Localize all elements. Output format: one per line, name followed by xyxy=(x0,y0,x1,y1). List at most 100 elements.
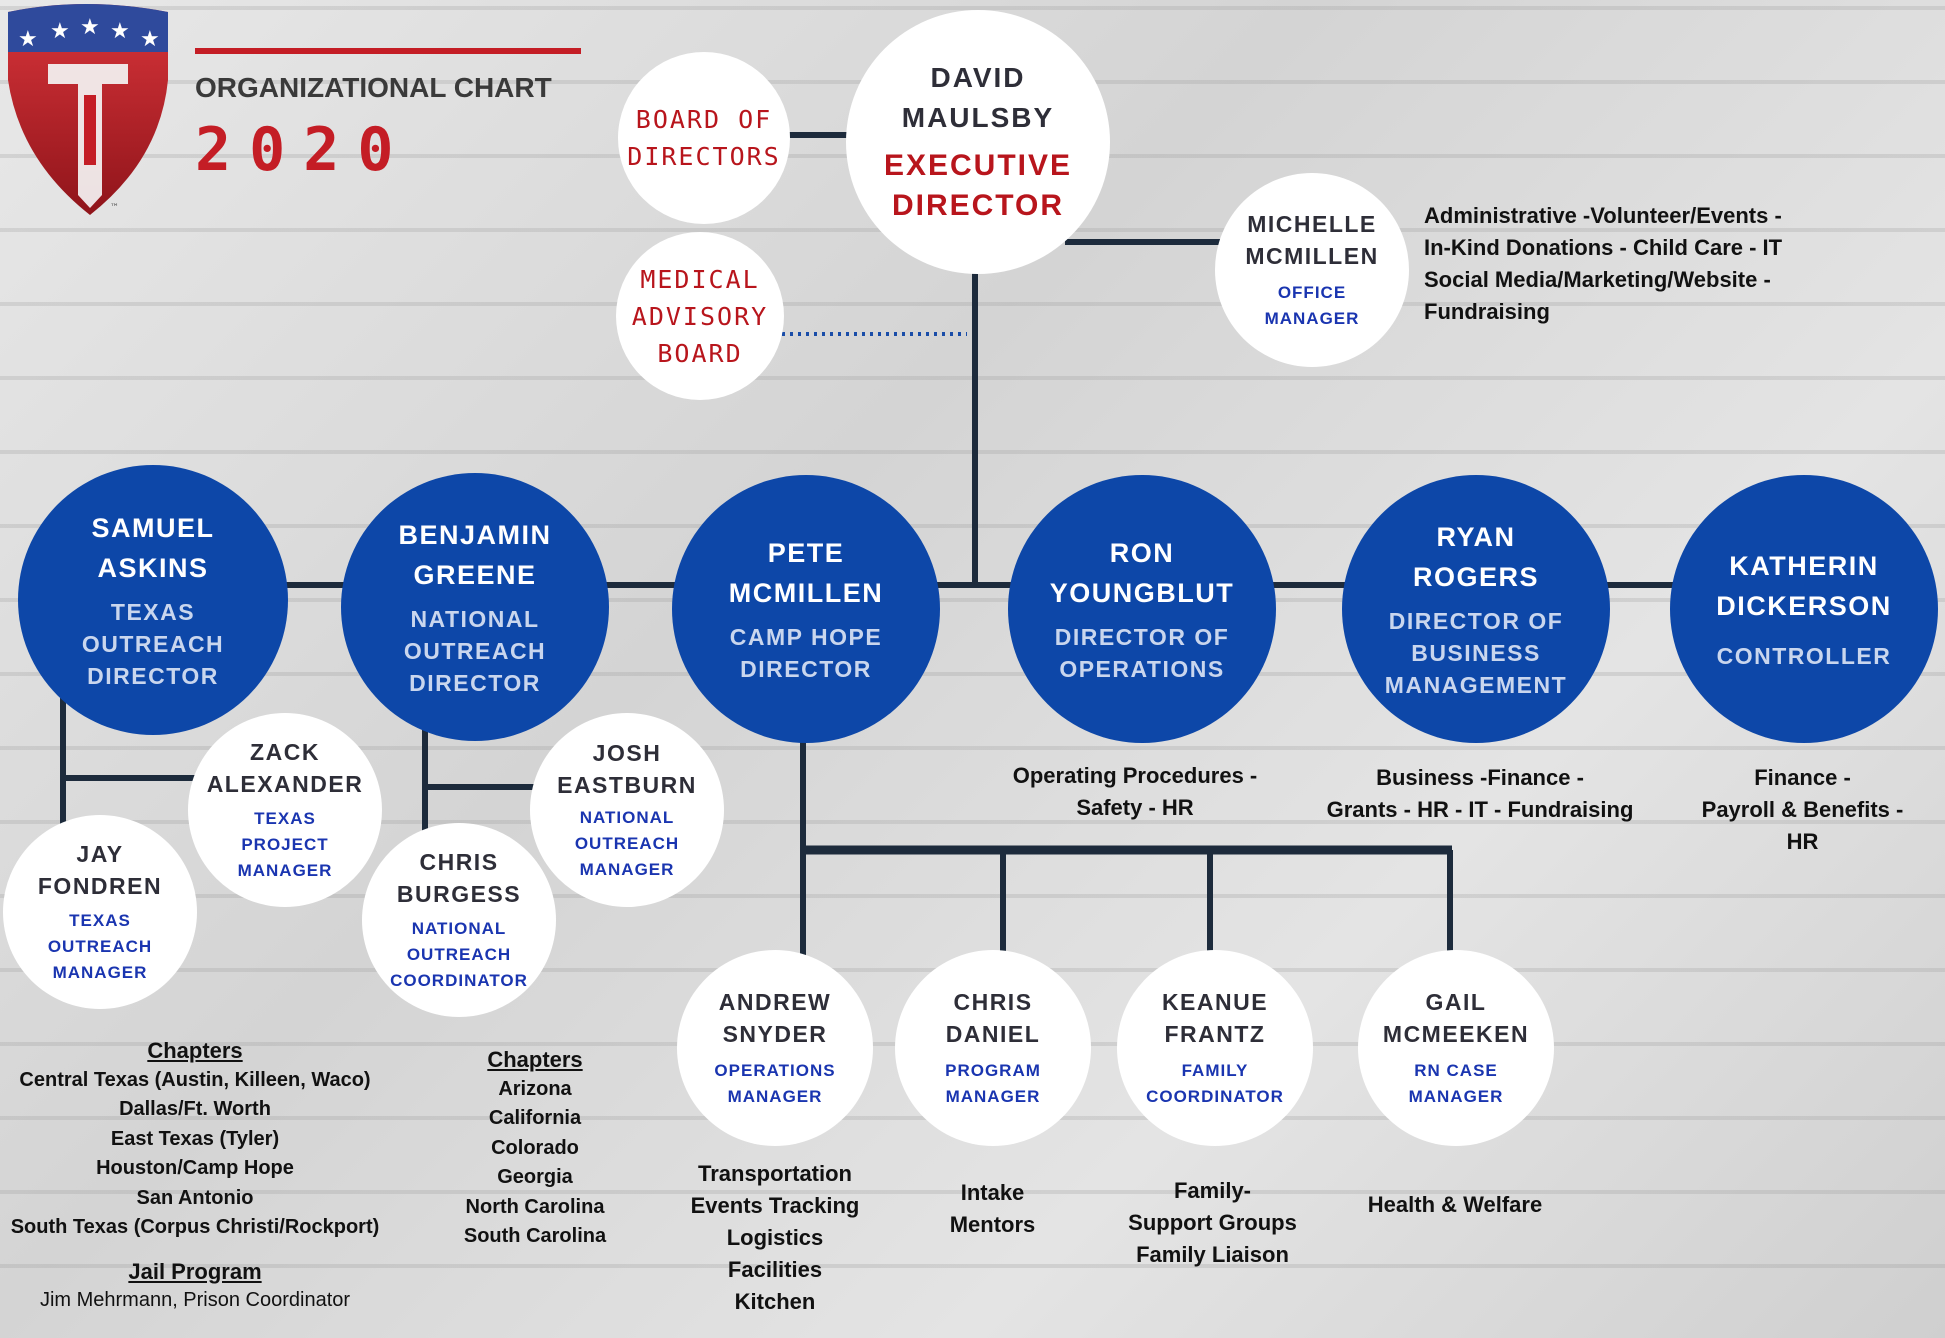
duty-line: In-Kind Donations - Child Care - IT xyxy=(1424,235,1783,260)
person-role: FAMILY xyxy=(1181,1061,1249,1080)
person-name: EASTBURN xyxy=(557,772,697,798)
person-role: DIRECTOR xyxy=(87,663,219,689)
chapter-item: Colorado xyxy=(491,1136,579,1159)
person-name: MAULSBY xyxy=(901,102,1055,133)
duty-line: Intake xyxy=(960,1180,1025,1205)
keanue-duties: Family- Support Groups Family Liaison xyxy=(1105,1175,1320,1271)
person-name: DAVID xyxy=(930,62,1026,93)
andrew-duties: Transportation Events Tracking Logistics… xyxy=(665,1158,885,1318)
person-role: TEXAS xyxy=(110,599,196,625)
person-name: KEANUE xyxy=(1161,989,1269,1015)
board-line: MEDICAL xyxy=(640,264,760,294)
staff-node-chris-daniel: CHRIS DANIEL PROGRAM MANAGER xyxy=(895,950,1091,1146)
chapters-heading: Chapters xyxy=(487,1047,583,1072)
person-name: RYAN xyxy=(1436,522,1516,552)
person-name: JOSH xyxy=(592,740,662,766)
person-role: MANAGER xyxy=(237,861,333,880)
national-chapters: Chapters Arizona California Colorado Geo… xyxy=(425,1045,645,1252)
staff-node-jay-fondren: JAY FONDREN TEXAS OUTREACH MANAGER xyxy=(3,815,197,1009)
person-name: CHRIS xyxy=(953,989,1033,1015)
person-role: COORDINATOR xyxy=(390,971,528,990)
svg-text:★: ★ xyxy=(80,15,100,40)
duty-line: Operating Procedures - xyxy=(1012,763,1258,788)
director-node-samuel-askins: SAMUEL ASKINS TEXAS OUTREACH DIRECTOR xyxy=(18,465,288,735)
person-name: MCMILLEN xyxy=(1245,243,1379,269)
board-line: BOARD OF xyxy=(635,105,773,134)
office-manager-duties: Administrative -Volunteer/Events - In-Ki… xyxy=(1424,200,1782,328)
person-role: MANAGER xyxy=(945,1087,1041,1106)
svg-text:™: ™ xyxy=(110,203,119,213)
duty-line: Administrative -Volunteer/Events - xyxy=(1424,203,1782,228)
person-role: TEXAS xyxy=(69,911,131,930)
person-role: BUSINESS xyxy=(1411,640,1541,666)
person-role: OPERATIONS xyxy=(1059,656,1225,682)
person-role: DIRECTOR xyxy=(891,189,1065,222)
person-name: KATHERIN xyxy=(1729,551,1879,581)
person-role: CAMP HOPE xyxy=(729,624,883,650)
person-role: OFFICE xyxy=(1277,283,1347,302)
person-name: ALEXANDER xyxy=(206,771,364,797)
jail-program-heading: Jail Program xyxy=(128,1258,262,1284)
duty-line: Family- xyxy=(1173,1178,1252,1203)
office-manager-node: MICHELLE MCMILLEN OFFICE MANAGER xyxy=(1215,173,1409,367)
duty-line: Grants - HR - IT - Fundraising xyxy=(1326,797,1634,822)
svg-text:★: ★ xyxy=(18,27,38,52)
svg-text:★: ★ xyxy=(50,19,70,44)
duty-line: HR xyxy=(1786,829,1819,854)
person-role: EXECUTIVE xyxy=(883,149,1073,182)
person-name: ASKINS xyxy=(97,553,209,583)
person-name: DANIEL xyxy=(945,1021,1041,1047)
gail-duties: Health & Welfare xyxy=(1345,1189,1565,1221)
person-name: BENJAMIN xyxy=(398,520,552,550)
duty-line: Transportation xyxy=(697,1161,852,1186)
chapter-item: California xyxy=(488,1107,582,1129)
person-role: OUTREACH xyxy=(574,834,680,853)
chapter-item: Georgia xyxy=(497,1166,573,1188)
person-role: MANAGER xyxy=(1408,1087,1504,1106)
person-name: ZACK xyxy=(250,739,320,765)
person-name: CHRIS xyxy=(419,849,499,875)
person-name: MCMEEKEN xyxy=(1382,1021,1530,1047)
staff-node-chris-burgess: CHRIS BURGESS NATIONAL OUTREACH COORDINA… xyxy=(362,823,556,1017)
person-name: RON xyxy=(1109,538,1175,568)
person-name: ROGERS xyxy=(1412,562,1540,592)
staff-node-gail-mcmeeken: GAIL MCMEEKEN RN CASE MANAGER xyxy=(1358,950,1554,1146)
person-role: DIRECTOR OF xyxy=(1388,608,1564,634)
chapter-item: South Texas (Corpus Christi/Rockport) xyxy=(10,1216,380,1238)
director-node-katherin-dickerson: KATHERIN DICKERSON CONTROLLER xyxy=(1670,475,1938,743)
person-role: CONTROLLER xyxy=(1716,643,1892,669)
person-role: RN CASE xyxy=(1414,1061,1498,1080)
board-line: BOARD xyxy=(657,338,743,368)
chapter-item: North Carolina xyxy=(465,1195,605,1218)
chris-daniel-duties: Intake Mentors xyxy=(900,1177,1085,1241)
person-name: JAY xyxy=(76,841,124,867)
duty-line: Kitchen xyxy=(734,1289,816,1314)
person-role: OUTREACH xyxy=(403,638,547,664)
duty-line: Family Liaison xyxy=(1136,1242,1289,1267)
person-role: MANAGER xyxy=(727,1087,823,1106)
board-line: DIRECTORS xyxy=(627,142,781,171)
shield-star-logo-icon: ★★★★★ ™ xyxy=(8,4,168,215)
person-role: TEXAS xyxy=(254,809,316,828)
chapter-item: Central Texas (Austin, Killeen, Waco) xyxy=(19,1068,371,1091)
person-role: MANAGER xyxy=(579,860,675,879)
duty-line: Mentors xyxy=(949,1212,1036,1237)
chapter-item: Dallas/Ft. Worth xyxy=(119,1098,271,1120)
director-node-pete-mcmillen: PETE MCMILLEN CAMP HOPE DIRECTOR xyxy=(672,475,940,743)
director-node-benjamin-greene: BENJAMIN GREENE NATIONAL OUTREACH DIRECT… xyxy=(341,473,609,741)
person-role: PROJECT xyxy=(241,835,329,854)
jail-program-text: Jim Mehrmann, Prison Coordinator xyxy=(39,1289,351,1311)
staff-node-keanue-frantz: KEANUE FRANTZ FAMILY COORDINATOR xyxy=(1117,950,1313,1146)
duty-line: Finance - xyxy=(1754,765,1851,790)
person-role: NATIONAL xyxy=(411,919,507,938)
duty-line: Business -Finance - xyxy=(1376,765,1584,790)
person-name: SNYDER xyxy=(722,1021,828,1047)
person-role: MANAGEMENT xyxy=(1384,672,1568,698)
person-role: OPERATIONS xyxy=(714,1061,836,1080)
person-role: OUTREACH xyxy=(406,945,512,964)
page-title: ORGANIZATIONAL CHART xyxy=(195,72,552,103)
person-role: DIRECTOR xyxy=(740,656,872,682)
duty-line: Payroll & Benefits - xyxy=(1701,797,1904,822)
director-node-ryan-rogers: RYAN ROGERS DIRECTOR OF BUSINESS MANAGEM… xyxy=(1342,475,1610,743)
chapters-heading: Chapters xyxy=(147,1038,243,1063)
